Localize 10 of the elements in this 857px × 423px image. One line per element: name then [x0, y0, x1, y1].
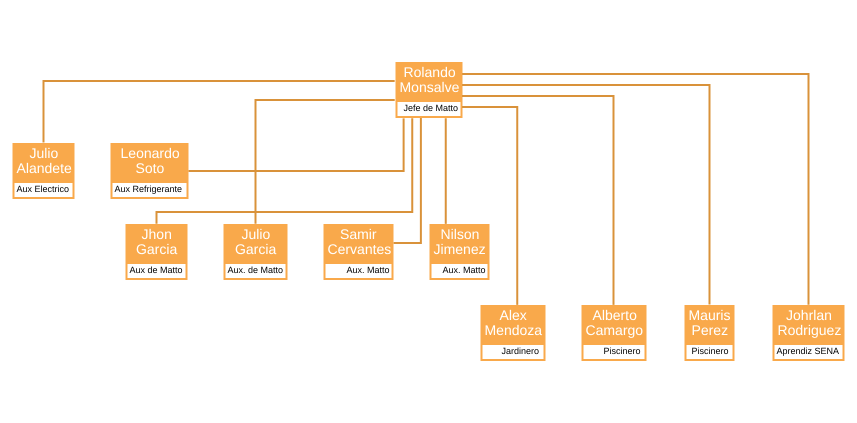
- connector: [156, 118, 414, 224]
- connector: [42, 80, 395, 143]
- connector: [462, 84, 710, 305]
- connector: [254, 99, 395, 224]
- connector: [444, 118, 447, 224]
- connector: [394, 118, 422, 244]
- connector: [462, 106, 518, 305]
- connector: [188, 118, 405, 172]
- connector: [462, 95, 614, 305]
- connector: [462, 73, 810, 305]
